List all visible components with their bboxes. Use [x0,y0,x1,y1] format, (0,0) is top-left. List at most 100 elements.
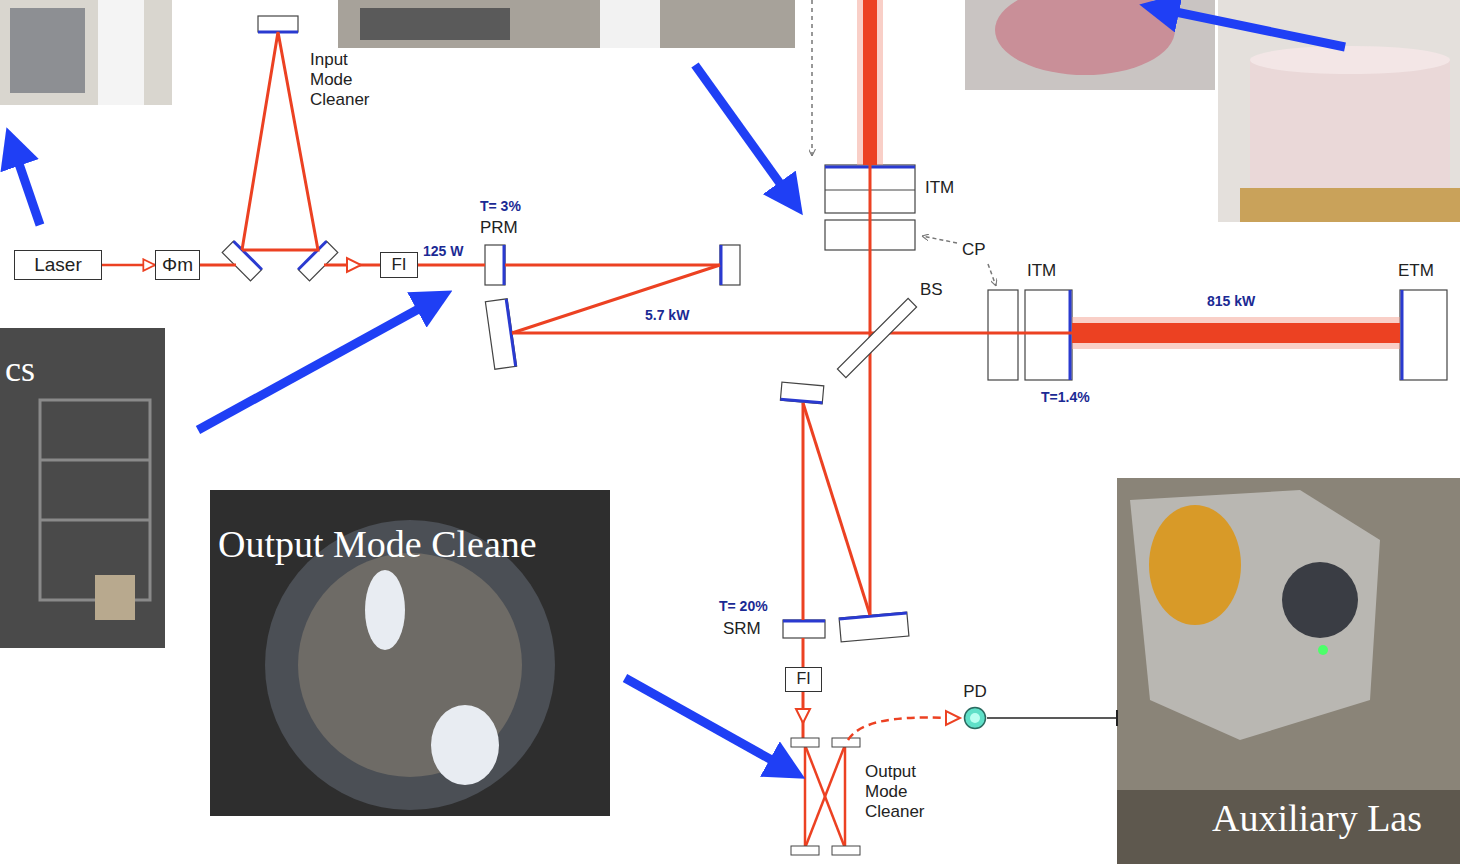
photo-panel: Auxiliary Las [1117,478,1460,864]
photo-person [98,0,144,105]
mirror [780,382,823,404]
component-label: ITM [925,178,954,198]
photo [1117,478,1460,864]
component-label: Input Mode Cleaner [310,50,382,110]
photo-panel: Output Mode Cleane [210,490,610,816]
component-label: Output Mode Cleaner [865,762,945,822]
laser-beam [197,264,236,267]
photo [0,0,172,105]
photo [210,490,610,816]
photo-detail [1240,188,1460,222]
mirror [720,245,740,285]
photo-detail [10,8,85,93]
mirror [783,620,825,638]
pointer-line [811,0,813,156]
dashed-beam [848,717,946,740]
laser-beam [869,165,872,615]
laser-beam [988,332,1072,335]
mirror [832,738,860,747]
photo-person [365,570,405,650]
laser-beam [805,745,845,848]
laser-beam [802,403,805,620]
mirror-coating [780,399,822,403]
node-label: FI [796,670,810,688]
photo-caption: cs [5,350,165,390]
laser-box: Laser [14,250,102,280]
mirror [258,16,298,32]
photo-person [600,0,660,48]
beam-glow [857,0,883,165]
transmission-value: T= 20% [719,598,768,615]
callout-arrow [695,65,784,189]
laser-beam [512,332,988,335]
photo-detail [360,8,510,40]
callout-arrow [1171,11,1345,47]
compensation-plate [988,290,1018,380]
mirror-coating [839,613,907,619]
mirror-coating [234,241,262,269]
mirror [485,245,505,285]
mirror [1025,290,1072,380]
beam-glow [1072,317,1400,349]
callout-arrow [17,158,40,225]
laser-beam [418,264,485,267]
photo-detail [95,575,135,620]
photo-detail [1250,46,1450,74]
photo-detail [40,519,150,522]
modulator-box: Φm [155,250,200,280]
mirror-coating [1401,290,1404,380]
laser-beam [242,32,318,250]
photodiode: PD [961,682,989,730]
mirror [1400,290,1447,380]
photo-caption: Auxiliary Las [1212,798,1460,840]
photo-panel: cs [0,328,165,648]
beam-arrow [102,264,155,267]
power-value: 125 W [423,243,463,260]
mirror [791,738,819,747]
node-label: Φm [162,254,193,276]
photodiode-symbol [970,713,980,723]
component-label: SRM [723,619,761,639]
beam-arrow-head [796,709,810,723]
mirror [791,846,819,855]
component-label: PRM [480,218,518,238]
isolator-box: FI [380,252,418,278]
mirror-coating [1069,290,1072,380]
photo-person [431,705,499,785]
photo [338,0,795,48]
laser-beam [805,745,845,848]
laser-beam [512,265,720,333]
beam-arrow-head [946,711,960,725]
beam-arrow-head [347,258,361,272]
component-label: ITM [1027,261,1056,281]
signal-wire [987,717,1117,719]
component-label: ETM [1398,261,1434,281]
laser-beam [1072,323,1400,343]
photo-detail [40,459,150,462]
laser-beam [844,745,847,848]
component-label: BS [920,280,943,300]
photo-detail [1318,645,1328,655]
power-value: 815 kW [1207,293,1255,310]
photo-caption: Output Mode Cleane [218,524,610,566]
pointer-line [922,236,957,243]
photo [1218,0,1460,222]
photo-detail [1250,60,1450,195]
node-label: PD [963,682,987,702]
mirror [832,846,860,855]
transmission-value: T=1.4% [1041,389,1090,406]
callout-arrow [625,678,777,763]
laser-beam [804,745,807,848]
photo-detail [1117,790,1460,864]
isolator-box: FI [785,667,822,692]
photo-detail [1149,505,1241,625]
power-value: 5.7 kW [645,307,689,324]
transmission-value: T= 3% [480,198,521,215]
callout-arrow [198,306,424,430]
node-label: FI [391,255,406,275]
beam-splitter [837,298,916,377]
photodiode-symbol [965,708,986,729]
laser-beam [505,264,720,267]
photo-detail [1130,490,1380,740]
photo-detail [1282,562,1358,638]
